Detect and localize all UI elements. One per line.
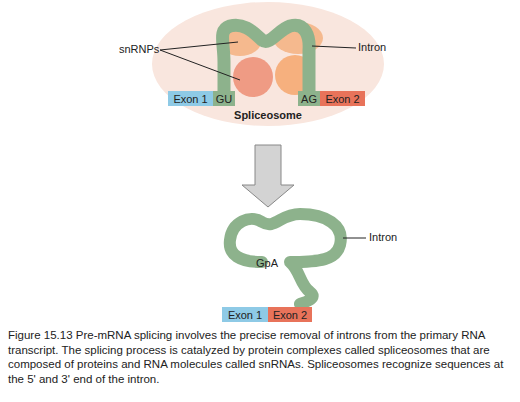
- figure-caption: Figure 15.13 Pre-mRNA splicing involves …: [8, 328, 514, 386]
- exon-box: Exon 1: [168, 91, 213, 106]
- component-label: snRNPs: [119, 43, 159, 55]
- junction-label: GpA: [256, 257, 278, 269]
- part-label: Intron: [358, 41, 386, 53]
- splice-site-box: GU: [213, 91, 235, 106]
- box-text: Exon 1: [173, 93, 207, 105]
- snrnp-blob: [233, 57, 273, 97]
- part-label: Intron: [369, 231, 397, 243]
- box-text: AG: [301, 93, 317, 105]
- intron-lariat: [230, 214, 341, 304]
- box-text: Exon 2: [273, 309, 307, 321]
- splice-site-box: AG: [298, 91, 320, 106]
- exon-box: Exon 2: [268, 307, 312, 322]
- exon-box: Exon 1: [222, 307, 268, 322]
- exon-box: Exon 2: [320, 91, 365, 106]
- box-text: GU: [216, 93, 233, 105]
- structure-label: Spliceosome: [152, 109, 384, 121]
- leader-line: [343, 238, 366, 239]
- box-text: Exon 1: [228, 309, 262, 321]
- process-arrow: [242, 145, 294, 207]
- spliceosome-shape: [152, 2, 384, 126]
- box-text: Exon 2: [325, 93, 359, 105]
